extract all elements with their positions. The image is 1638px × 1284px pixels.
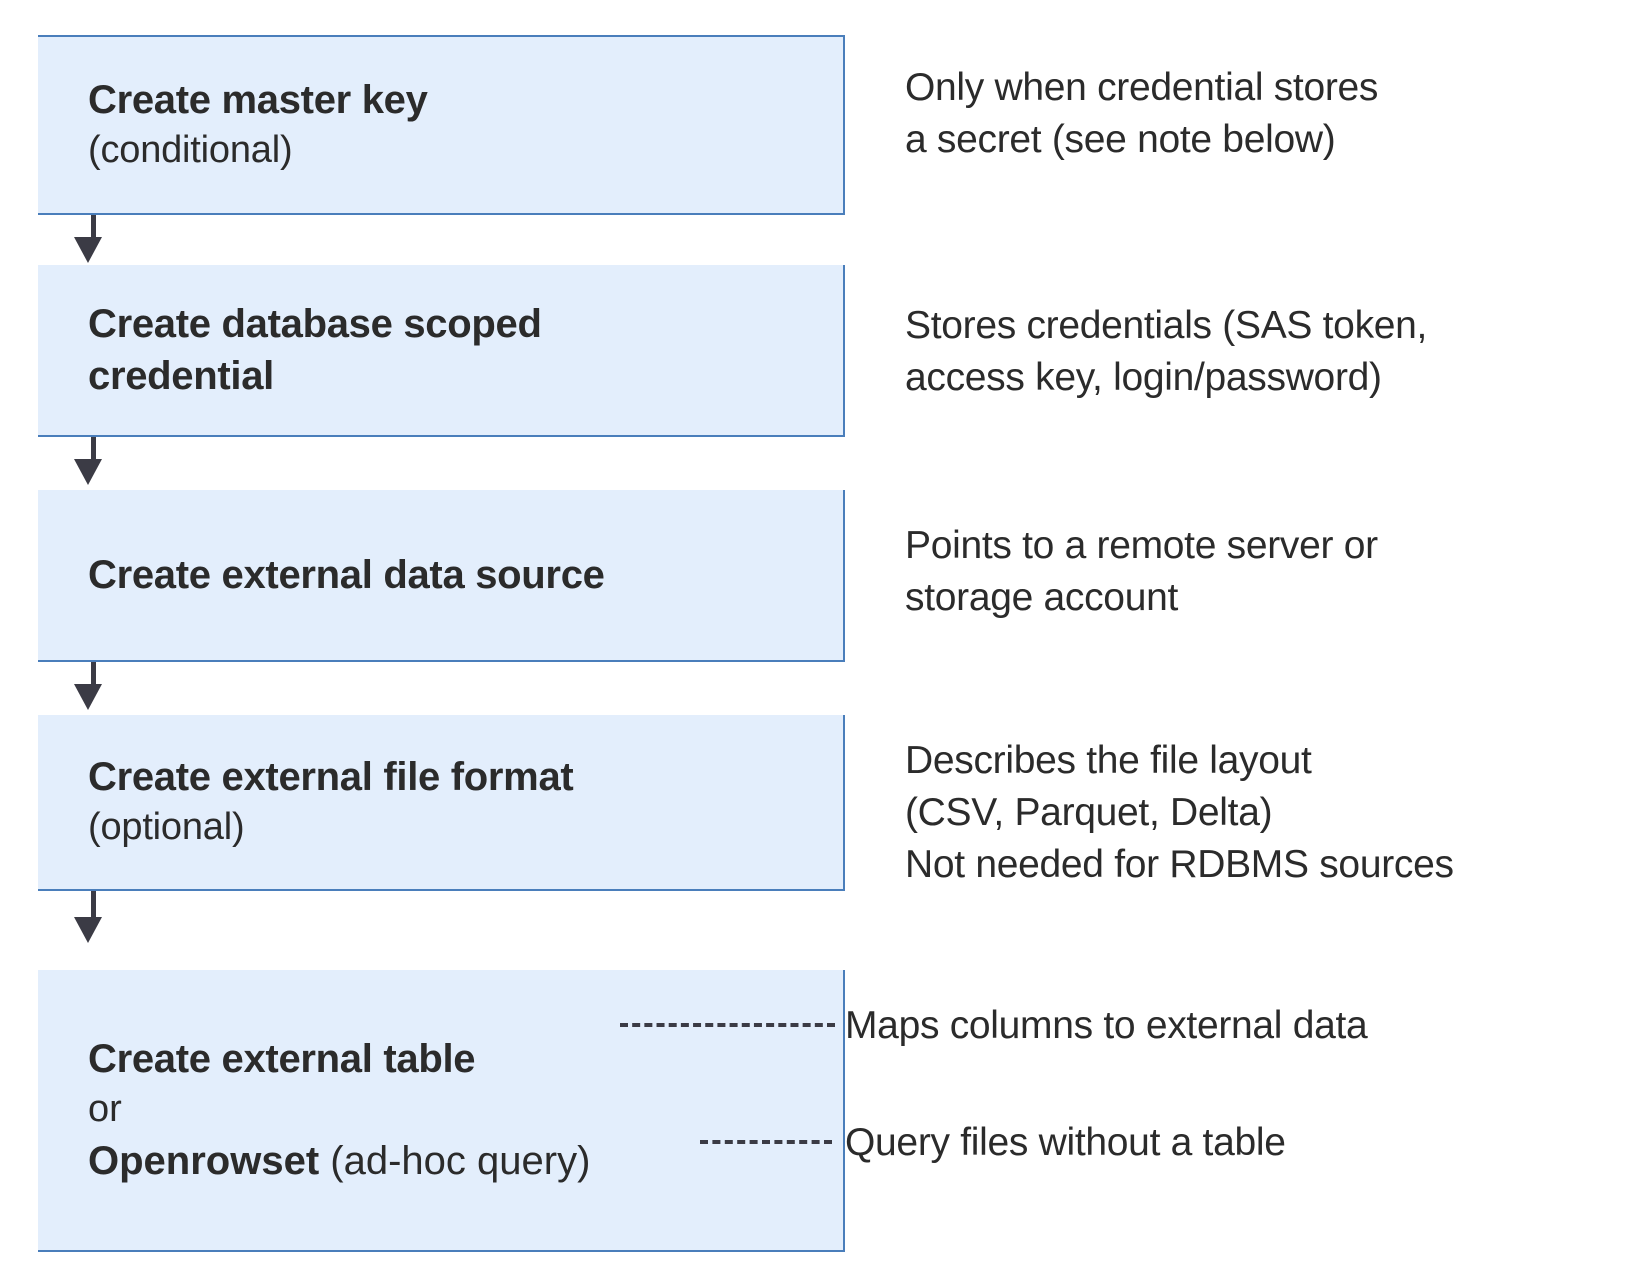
note-create-external-data-source: Points to a remote server or storage acc… bbox=[905, 524, 1378, 619]
arrow-head bbox=[74, 459, 102, 485]
step-title: Create master key bbox=[88, 78, 428, 123]
step-title: Create external file format bbox=[88, 755, 574, 800]
note-create-master-key: Only when credential stores a secret (se… bbox=[905, 66, 1379, 161]
step-text-block: Create external file format (optional) bbox=[38, 751, 843, 852]
step-box-create-external-table-or-openrowset[interactable]: Create external table or Openrowset (ad-… bbox=[38, 970, 845, 1252]
step-title: Create external data source bbox=[88, 553, 605, 597]
arrow-shaft bbox=[91, 437, 96, 463]
arrow-step2-to-step3 bbox=[74, 437, 102, 485]
arrow-head bbox=[74, 237, 102, 263]
arrow-step3-to-step4 bbox=[74, 662, 102, 710]
dashed-connector-openrowset bbox=[700, 1140, 832, 1144]
note-create-database-scoped-credential: Stores credentials (SAS token, access ke… bbox=[905, 304, 1428, 399]
arrow-step4-to-step5 bbox=[74, 891, 102, 943]
note-create-external-file-format: Describes the file layout (CSV, Parquet,… bbox=[905, 739, 1454, 886]
step-box-create-external-file-format[interactable]: Create external file format (optional) bbox=[38, 715, 845, 891]
final-option-b-title: Openrowset bbox=[88, 1138, 320, 1183]
note-external-table: Maps columns to external data bbox=[845, 1004, 1368, 1047]
step-subtitle: (optional) bbox=[88, 806, 245, 849]
step-text-block: Create database scoped credential bbox=[38, 298, 843, 402]
step-text-block: Create master key (conditional) bbox=[38, 74, 843, 175]
arrow-head bbox=[74, 917, 102, 943]
dashed-connector-external-table bbox=[620, 1023, 835, 1027]
step-text-block: Create external data source bbox=[38, 549, 843, 601]
note-openrowset: Query files without a table bbox=[845, 1121, 1286, 1164]
step-box-create-master-key[interactable]: Create master key (conditional) bbox=[38, 35, 845, 215]
step-subtitle: (conditional) bbox=[88, 129, 293, 172]
step-box-create-external-data-source[interactable]: Create external data source bbox=[38, 490, 845, 662]
final-or-connector: or bbox=[88, 1088, 122, 1131]
arrow-shaft bbox=[91, 215, 96, 241]
final-option-b-suffix: (ad-hoc query) bbox=[319, 1138, 591, 1183]
step-title: Create database scoped credential bbox=[88, 302, 542, 398]
arrow-shaft bbox=[91, 662, 96, 688]
step-text-block: Create external table or Openrowset (ad-… bbox=[38, 1033, 843, 1186]
final-option-a-title: Create external table bbox=[88, 1037, 476, 1082]
step-box-create-database-scoped-credential[interactable]: Create database scoped credential bbox=[38, 265, 845, 437]
arrow-step1-to-step2 bbox=[74, 215, 102, 263]
arrow-shaft bbox=[91, 891, 96, 921]
arrow-head bbox=[74, 684, 102, 710]
final-option-b-line: Openrowset (ad-hoc query) bbox=[88, 1135, 843, 1187]
